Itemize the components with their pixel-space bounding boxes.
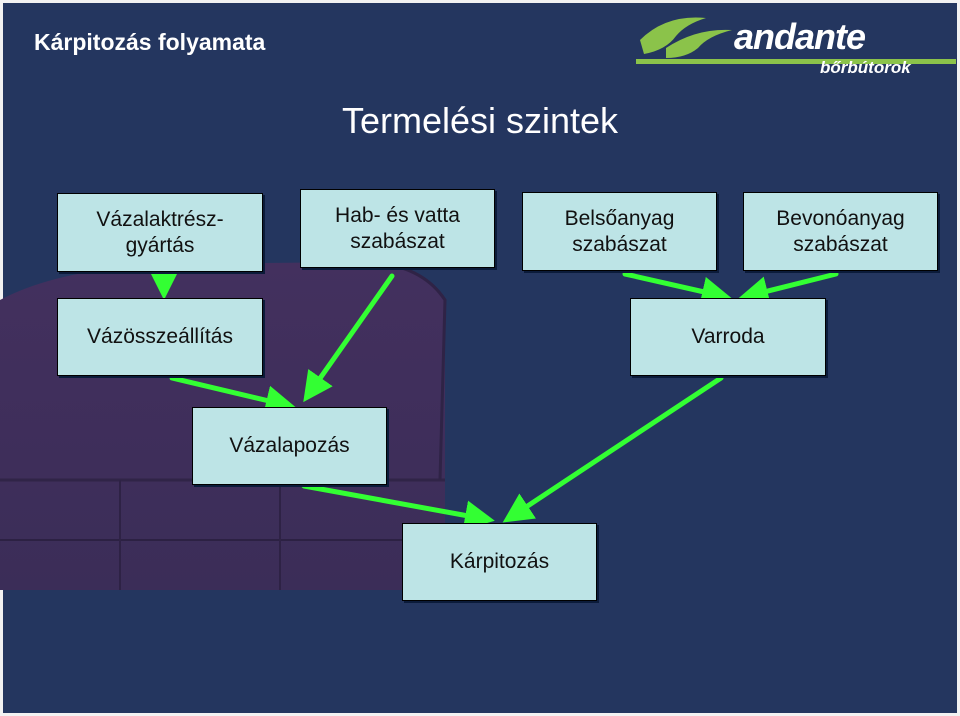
node-karpitozas: Kárpitozás: [402, 523, 597, 601]
arrow-belso-to-varroda: [622, 271, 732, 307]
node-vazalaktresz-gyartas: Vázalaktrész- gyártás: [57, 193, 263, 272]
node-varroda-label: Varroda: [691, 325, 765, 348]
node-bevonoanyag-szabaszat: Bevonóanyag szabászat: [743, 192, 938, 271]
logo-swoosh-icon: [640, 17, 732, 58]
slide-title: Termelési szintek: [341, 100, 619, 141]
node-karpitozas-label: Kárpitozás: [449, 550, 550, 573]
logo-wordmark: andante: [734, 16, 866, 57]
andante-logo: andante bőrbútorok: [636, 10, 956, 82]
arrow-hab-to-vazalapozas: [303, 273, 395, 403]
arrow-varroda-to-karpitozas: [502, 375, 724, 523]
arrow-bevono-to-varroda: [738, 271, 839, 306]
header-title: Kárpitozás folyamata: [34, 29, 266, 55]
node-vazalaktresz-label: Vázalaktrész- gyártás: [96, 207, 224, 257]
node-hab-label: Hab- és vatta szabászat: [335, 203, 460, 253]
arrow-vazossze-to-vazalapozas: [169, 375, 296, 415]
node-bevono-label: Bevonóanyag szabászat: [776, 206, 905, 256]
node-vazosszeallitas: Vázösszeállítás: [57, 298, 263, 376]
node-vazossze-label: Vázösszeállítás: [87, 325, 233, 348]
node-vazalapozas: Vázalapozás: [192, 407, 387, 485]
node-vazalapozas-label: Vázalapozás: [229, 434, 350, 457]
node-varroda: Varroda: [630, 298, 826, 376]
node-belso-label: Belsőanyag szabászat: [564, 206, 675, 256]
logo-subtext: bőrbútorok: [820, 58, 911, 77]
node-belsoanyag-szabaszat: Belsőanyag szabászat: [522, 192, 717, 271]
arrow-vazalapozas-to-karpitozas: [301, 483, 495, 531]
logo-green-bar: [636, 59, 956, 64]
node-hab-es-vatta-szabaszat: Hab- és vatta szabászat: [300, 189, 495, 268]
